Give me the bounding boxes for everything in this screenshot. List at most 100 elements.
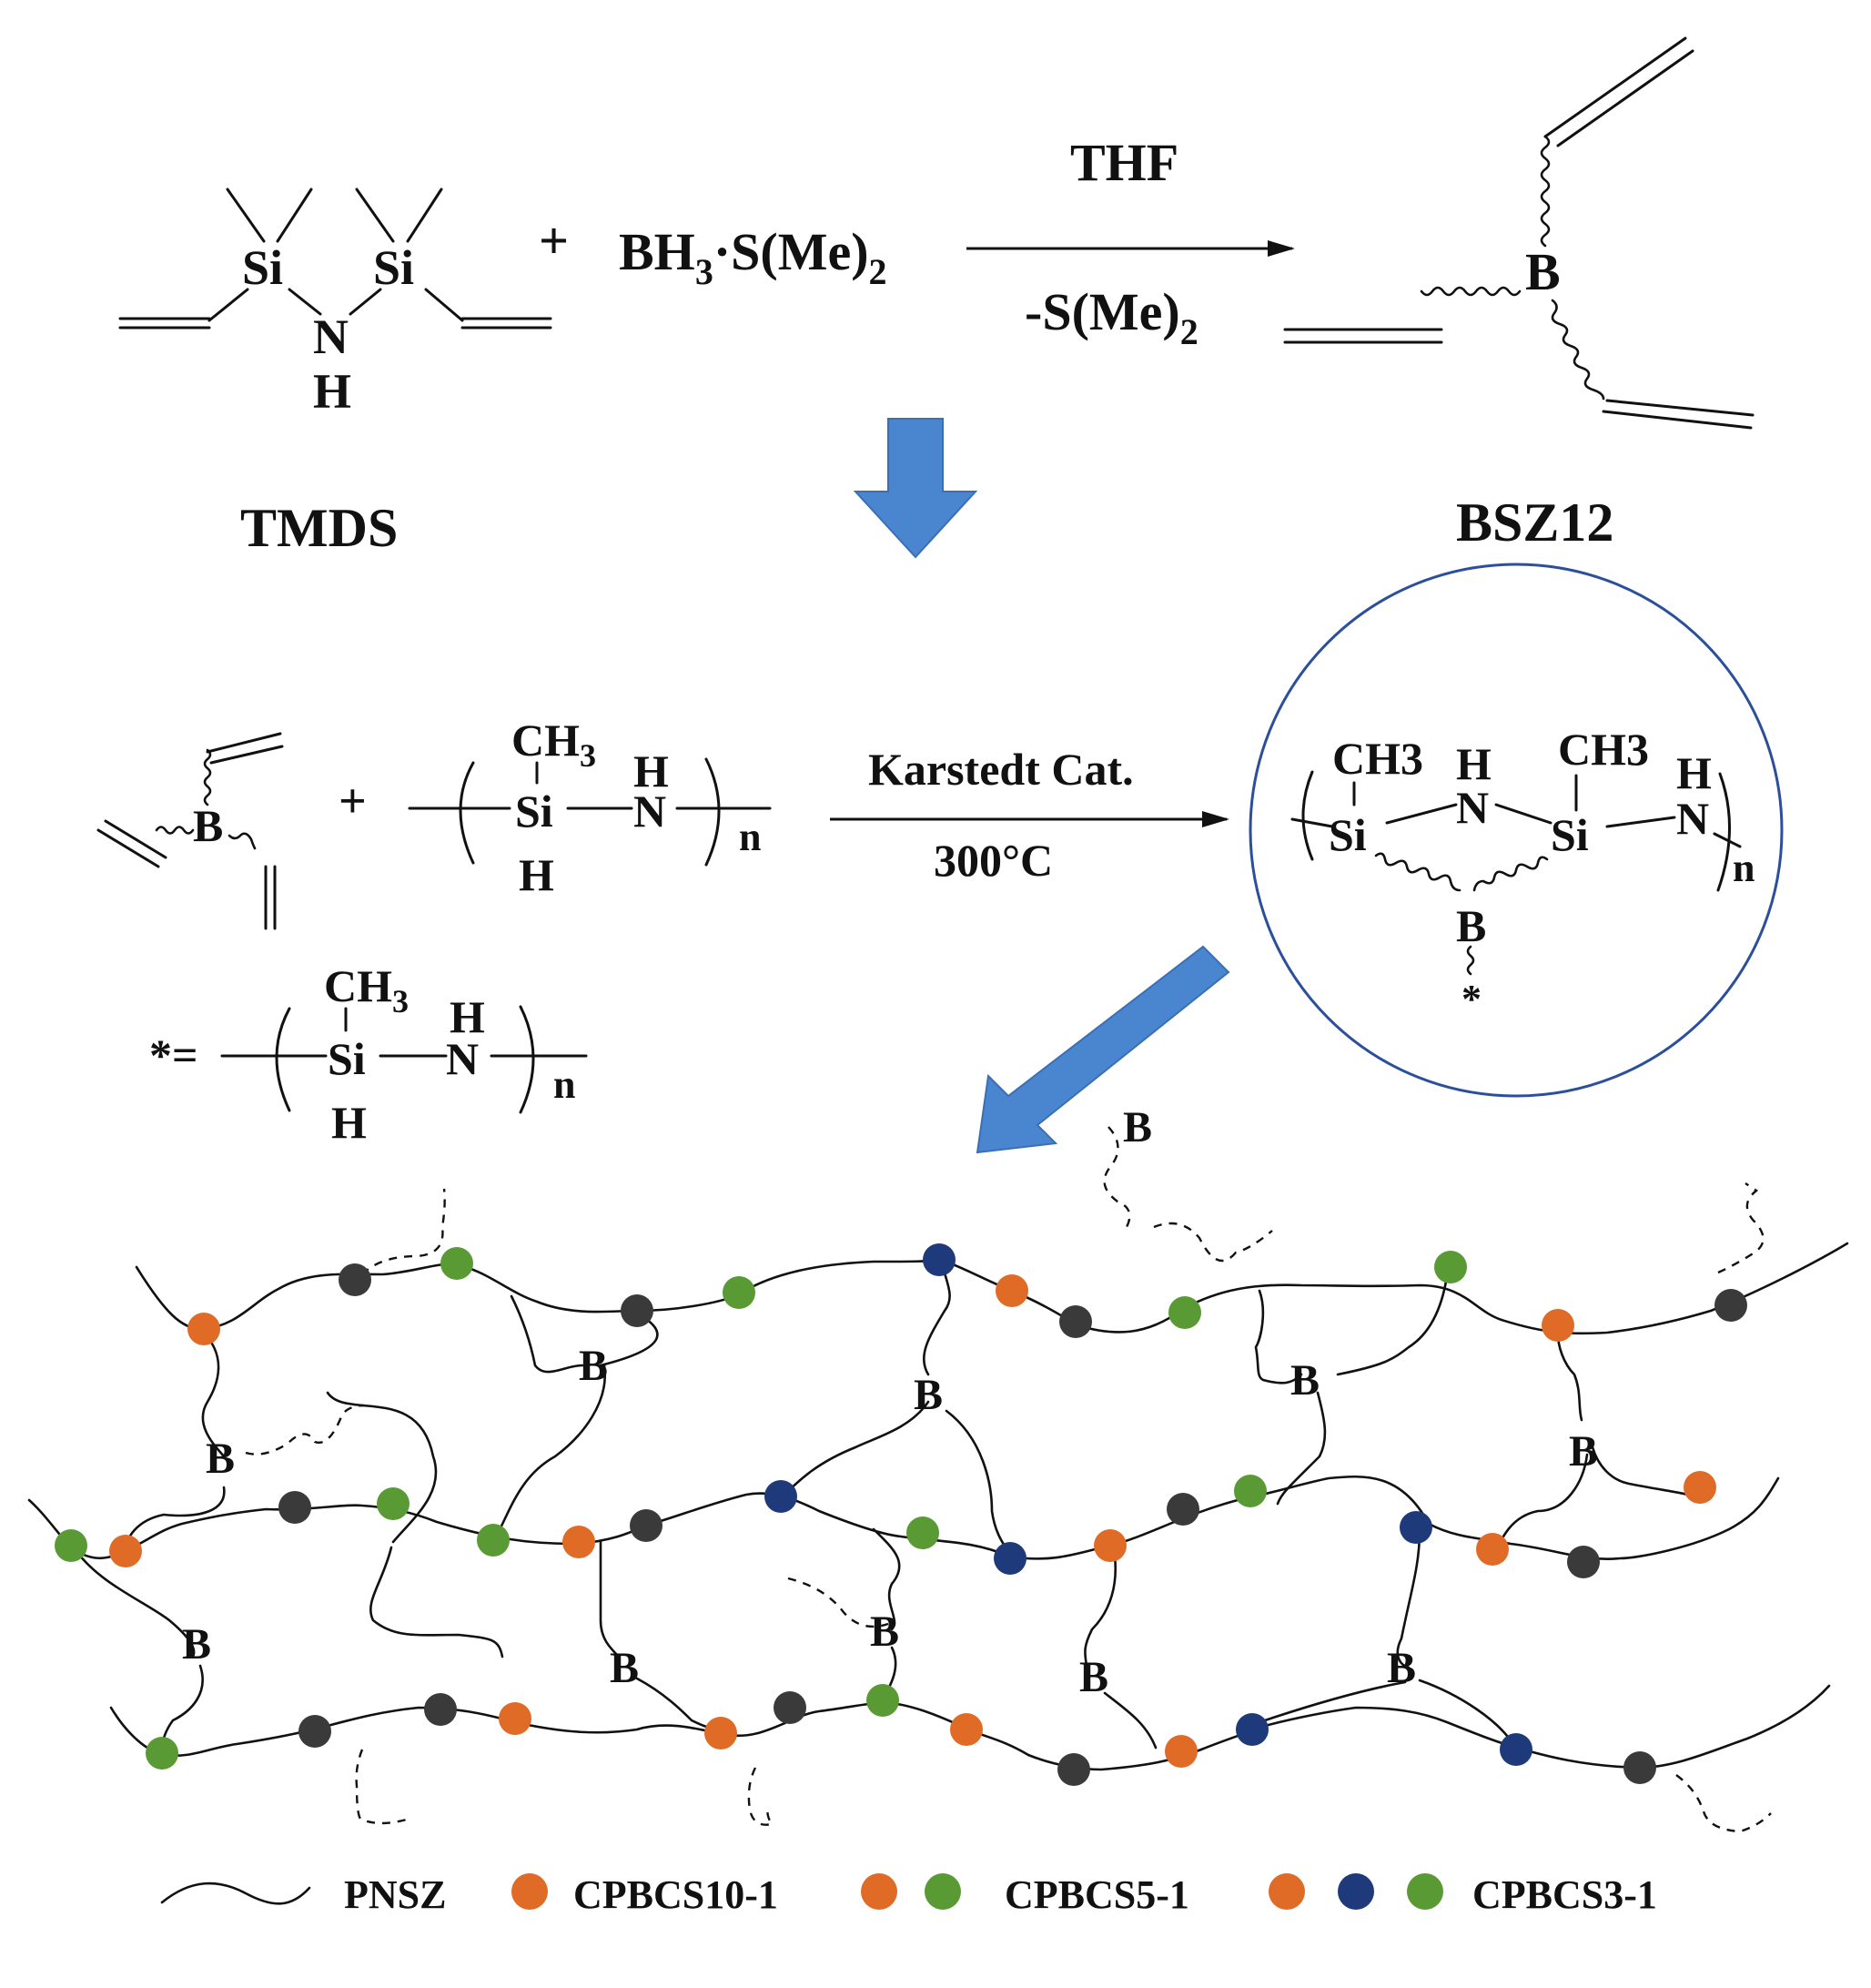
bead-green [866, 1684, 899, 1717]
label-tmds: TMDS [240, 498, 398, 558]
borane-main: BH [619, 222, 695, 281]
bead-green [440, 1247, 473, 1280]
bead-orange [996, 1274, 1028, 1307]
legend: PNSZ CPBCS10-1 CPBCS5-1 CPBCS3-1 [160, 1872, 1657, 1917]
crosslinked-unit-circle: CH3 Si H N CH3 Si H N n B * [1249, 563, 1784, 1098]
process-down-arrow [853, 418, 978, 559]
bead-green [906, 1516, 939, 1549]
poly-si: Si [515, 786, 553, 837]
crosslink-b-3: B [1290, 1356, 1320, 1405]
crosslink-b-7: B [182, 1620, 211, 1668]
crosslink-b-4: B [1569, 1427, 1598, 1476]
star-si: Si [328, 1033, 366, 1084]
circle-b: B [1456, 900, 1486, 951]
bead-green [55, 1529, 87, 1562]
bead-dark [1623, 1751, 1656, 1784]
bead-green [146, 1737, 178, 1770]
legend-item2-label: CPBCS5-1 [1005, 1872, 1189, 1917]
bead-dark [339, 1263, 371, 1296]
circle-n-left: N [1456, 782, 1489, 833]
bead-dark [1057, 1753, 1090, 1786]
process-diagonal-arrow [976, 945, 1230, 1154]
condition-thf: THF [1070, 133, 1178, 192]
bead-orange [187, 1313, 220, 1345]
bead-orange [1684, 1471, 1716, 1504]
bead-blue [764, 1480, 797, 1513]
circle-sub-n: n [1733, 846, 1755, 890]
circle-ch3-right: CH3 [1558, 724, 1649, 775]
bead-dark [774, 1691, 806, 1724]
poly-h-bottom: H [519, 849, 554, 900]
bead-green [1234, 1475, 1267, 1507]
star-h-bottom: H [331, 1097, 367, 1148]
poly-n: N [633, 786, 666, 837]
bead-dark [630, 1509, 662, 1542]
condition-temp: 300°C [934, 835, 1053, 886]
bead-green [723, 1276, 755, 1309]
bead-dark [1567, 1546, 1600, 1578]
legend-orange-dot [511, 1873, 548, 1910]
legend-orange-dot [1269, 1873, 1305, 1910]
condition-sme2-sub: 2 [1180, 311, 1198, 352]
bead-green [1434, 1251, 1467, 1283]
bead-dark [278, 1491, 311, 1524]
legend-pnsz-label: PNSZ [344, 1872, 446, 1917]
poly-ch3: CH [511, 715, 580, 766]
crosslink-b-10: B [1079, 1653, 1108, 1701]
star-definition: *= CH3 Si H N H n [149, 960, 588, 1148]
bead-dark [621, 1294, 653, 1327]
crosslink-b-2: B [914, 1371, 943, 1419]
svg-text:CH3: CH3 [324, 960, 409, 1019]
poly-h-top: H [633, 746, 669, 796]
bead-orange [562, 1526, 595, 1558]
poly-ch3-sub: 3 [580, 737, 596, 774]
bead-green [377, 1487, 410, 1520]
bead-blue [1236, 1713, 1269, 1746]
borane-sub2: 2 [869, 251, 887, 292]
bead-orange [1542, 1309, 1574, 1342]
bead-dark [1714, 1289, 1747, 1322]
condition-sme2: -S(Me) [1025, 282, 1180, 341]
bead-blue [1400, 1511, 1432, 1544]
bead-orange [950, 1713, 983, 1746]
borane-sub: 3 [695, 251, 713, 292]
bead-orange [499, 1702, 531, 1735]
bead-blue [923, 1243, 956, 1276]
circle-star: * [1461, 977, 1482, 1021]
bead-orange [1476, 1533, 1509, 1566]
borane-reagent: BH3·S(Me)2 [619, 222, 887, 292]
bead-orange [109, 1535, 142, 1567]
svg-text:BH3·S(Me)2: BH3·S(Me)2 [619, 222, 887, 292]
crosslink-b-5: B [206, 1435, 235, 1483]
tmds-n: N [313, 309, 349, 364]
crosslink-b-6: B [1123, 1103, 1152, 1151]
bead-blue [994, 1542, 1027, 1575]
crosslink-b-11: B [1387, 1644, 1416, 1692]
star-n-sub: n [553, 1062, 575, 1107]
bead-dark [1059, 1305, 1092, 1338]
star-ch3-sub: 3 [392, 983, 409, 1019]
bead-green [477, 1524, 510, 1557]
circle-ch3-left: CH3 [1332, 733, 1423, 784]
circle-n-right: N [1676, 793, 1709, 844]
bead-blue [1500, 1733, 1532, 1766]
bead-dark [424, 1693, 457, 1726]
legend-green-dot [1407, 1873, 1443, 1910]
bead-orange [1165, 1735, 1198, 1768]
plus-sign-2: + [339, 774, 367, 828]
crosslink-b-8: B [610, 1644, 639, 1692]
polymer-network: B B B B B B B B B B B [27, 1103, 1849, 1833]
poly-n-sub: n [739, 815, 761, 859]
legend-item3-label: CPBCS3-1 [1472, 1872, 1657, 1917]
star-equals: *= [149, 1030, 198, 1080]
label-bsz12: BSZ12 [1456, 492, 1613, 553]
legend-item1-label: CPBCS10-1 [573, 1872, 778, 1917]
bead-orange [1094, 1529, 1127, 1562]
crosslink-b-9: B [870, 1608, 899, 1656]
legend-pnsz-line [160, 1882, 311, 1905]
circle-h-right: H [1676, 747, 1712, 798]
star-h-top: H [450, 991, 485, 1042]
bsz12-structure: B [1283, 36, 1755, 430]
legend-blue-dot [1338, 1873, 1374, 1910]
tmds-structure: Si Si N H [118, 188, 552, 419]
